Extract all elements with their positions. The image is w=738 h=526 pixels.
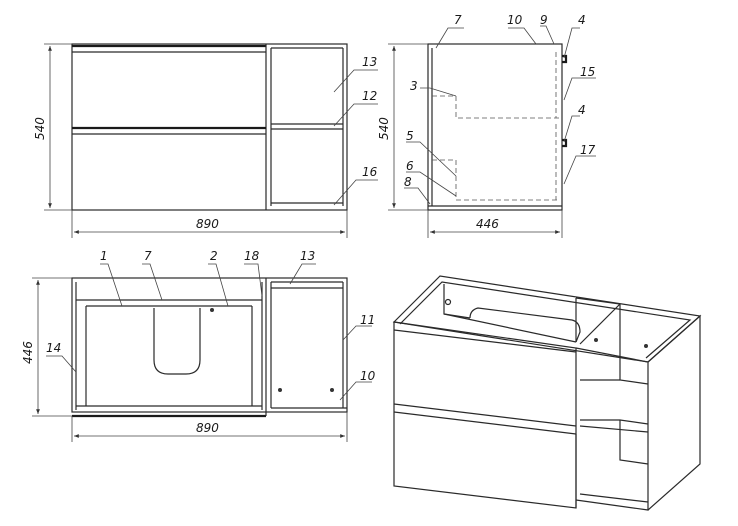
side-label-10: 10: [507, 13, 523, 27]
side-view: 540 446 7 10 9 4 15 3 4 17 5 6 8: [377, 13, 596, 238]
side-label-7: 7: [454, 13, 462, 27]
front-height-dim: 540: [33, 117, 47, 140]
side-depth-dim: 446: [476, 217, 499, 231]
top-label-13: 13: [300, 249, 315, 263]
side-label-15: 15: [580, 65, 595, 79]
top-outline: [71, 277, 348, 413]
top-view: 446 890 1 7 2 18 13 11 14 10: [21, 249, 376, 442]
side-label-6: 6: [406, 159, 414, 173]
side-label-4-top: 4: [578, 13, 586, 27]
side-height-dim: 540: [377, 117, 391, 140]
top-label-1: 1: [100, 249, 108, 263]
top-label-11: 11: [360, 313, 375, 327]
top-label-10: 10: [360, 369, 376, 383]
front-width-dim: 890: [196, 217, 219, 231]
top-label-2: 2: [210, 249, 218, 263]
front-label-16: 16: [362, 165, 378, 179]
side-label-5: 5: [406, 129, 414, 143]
front-label-12: 12: [362, 89, 377, 103]
top-label-7: 7: [144, 249, 152, 263]
top-label-18: 18: [244, 249, 260, 263]
side-outline: [427, 43, 563, 211]
side-label-8: 8: [404, 175, 412, 189]
side-label-4-bottom: 4: [578, 103, 586, 117]
side-label-9: 9: [540, 13, 548, 27]
top-label-14: 14: [46, 341, 61, 355]
isometric-view: [392, 275, 702, 511]
side-label-3: 3: [410, 79, 418, 93]
side-label-17: 17: [580, 143, 596, 157]
front-view: 540 890 13 12 16: [33, 43, 378, 238]
front-label-13: 13: [362, 55, 377, 69]
top-depth-dim: 446: [21, 341, 35, 364]
top-width-dim: 890: [196, 421, 219, 435]
